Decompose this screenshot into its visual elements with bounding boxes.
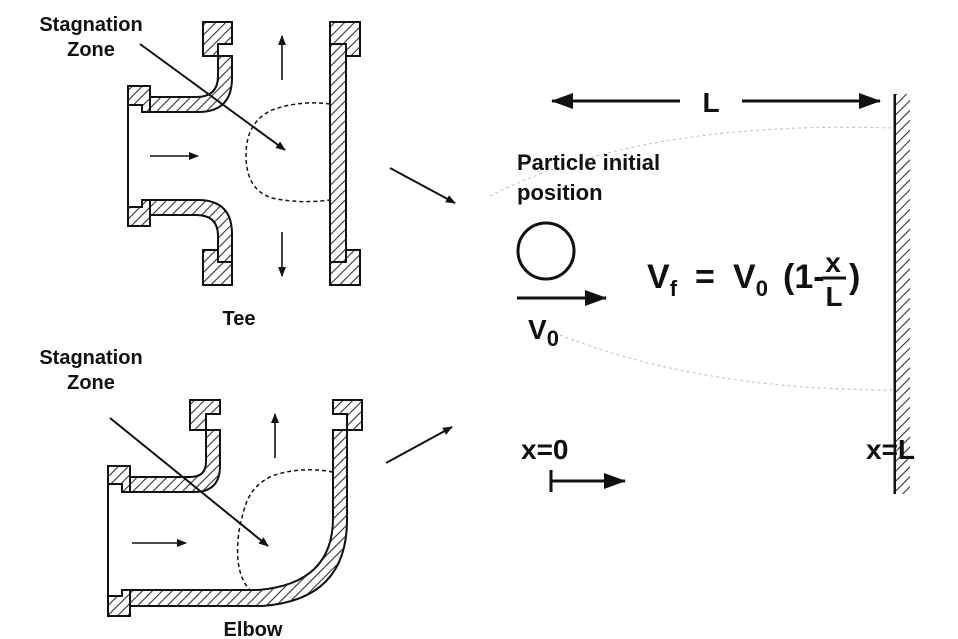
velocity-equation: Vf = V0 (1- x L ) [647,247,860,312]
tee-to-model-arrow [389,167,456,204]
particle-label-line2: position [517,180,603,205]
equation-paren-close: ) [849,258,860,296]
equation-fraction-numerator: x [825,247,841,278]
equation-paren-open: (1- [783,258,825,296]
equation-rhs-symbol: V [733,258,756,296]
equation-lhs-symbol: V [647,258,670,296]
tee-caption: Tee [223,308,256,330]
tee-stagnation-label-line1: Stagnation [39,14,142,36]
velocity-label: V0 [528,314,559,351]
origin-label: x=0 [521,434,569,465]
elbow-fitting [107,399,363,617]
equation-equals: = [695,258,715,296]
particle [516,221,576,281]
equation-fraction-denominator: L [825,281,842,312]
model-diagram [489,93,910,494]
velocity-subscript: 0 [547,326,559,351]
wall-label: x=L [866,434,915,465]
tee-stagnation-label-line2: Zone [67,39,115,61]
elbow-to-model-arrow [385,426,453,464]
equation-lhs: Vf [647,258,678,301]
equation-rhs-subscript: 0 [756,276,768,301]
velocity-symbol: V [528,314,547,345]
tee-fitting [127,21,361,286]
wall [896,94,910,494]
elbow-stagnation-label-line1: Stagnation [39,347,142,369]
elbow-caption: Elbow [224,619,283,639]
equation-rhs: V0 [733,258,768,301]
particle-label-line1: Particle initial [517,150,660,175]
equation-lhs-subscript: f [670,276,678,301]
length-label: L [702,87,719,118]
elbow-stagnation-label-line2: Zone [67,372,115,394]
